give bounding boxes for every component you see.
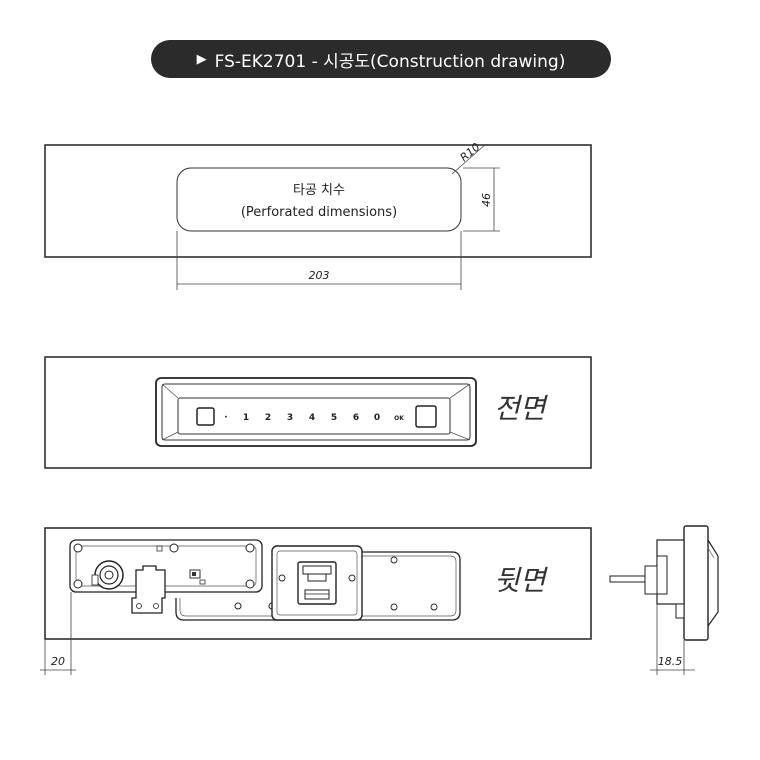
side-hub [644, 565, 658, 595]
side-front-bevel [707, 539, 719, 627]
key-6: 6 [353, 413, 359, 423]
cutout-label-en: (Perforated dimensions) [241, 205, 397, 220]
height-dim-label: 46 [480, 193, 493, 207]
back-view: 뒷면 20 [40, 527, 592, 675]
screw-hole [430, 603, 438, 611]
back-pcb-inner [75, 545, 257, 587]
screw-hole [278, 574, 286, 582]
screw-hole [245, 543, 255, 553]
bracket-hole [153, 603, 159, 609]
bevel-br [449, 431, 471, 441]
screw-hole [73, 543, 83, 553]
side-spindle [609, 575, 646, 583]
front-view: · 1 2 3 4 5 6 0 OK 전면 [44, 356, 592, 469]
screw-hole [234, 602, 242, 610]
center-module-inner [276, 550, 358, 616]
small-connector [189, 569, 201, 579]
back-housing-inner [179, 555, 457, 617]
side-clip [675, 603, 685, 619]
back-view-label: 뒷면 [494, 564, 549, 597]
keypad-right-button [415, 405, 437, 428]
key-4: 4 [309, 413, 315, 423]
keypad-left-button [196, 407, 215, 426]
latch-slot-bottom [304, 589, 330, 600]
bevel-tr [449, 383, 471, 399]
center-module-latch [297, 561, 337, 605]
screw-hole [169, 543, 179, 553]
bracket-hole [136, 603, 142, 609]
key-2: 2 [265, 413, 271, 423]
key-ok: OK [394, 415, 404, 422]
side-bevel-line [707, 547, 715, 559]
small-component [199, 579, 206, 585]
latch-slot-mid [307, 573, 327, 582]
small-component [156, 545, 163, 552]
title-marker-icon: ▶ [196, 51, 207, 67]
front-bezel-inner [161, 383, 471, 441]
screw-hole [390, 556, 398, 564]
front-view-label: 전면 [494, 392, 549, 425]
bevel-tl [161, 383, 179, 399]
buzzer-center [104, 570, 114, 580]
width-dim-label: 203 [309, 269, 330, 282]
offset-dim-label: 20 [51, 655, 65, 668]
screw-hole [390, 603, 398, 611]
keypad-strip [177, 397, 451, 435]
back-housing [175, 551, 461, 621]
small-connector-pin [192, 572, 196, 576]
key-3: 3 [287, 413, 293, 423]
buzzer-tab [91, 574, 99, 586]
cutout-label-ko: 타공 치수 [293, 183, 345, 198]
key-1: 1 [243, 413, 249, 423]
key-5: 5 [331, 413, 337, 423]
depth-dim-label: 18.5 [658, 655, 683, 668]
side-body-step [656, 555, 668, 595]
side-front-plate [683, 525, 709, 641]
cutout-view: 타공 치수 (Perforated dimensions) R10 46 203 [44, 140, 592, 290]
screw-hole [348, 574, 356, 582]
screw-hole [245, 579, 255, 589]
page-title: FS-EK2701 - 시공도(Construction drawing) [214, 51, 566, 72]
mount-bracket [131, 565, 166, 614]
radius-leader [451, 143, 487, 175]
screw-hole [73, 579, 83, 589]
title-pill: ▶ FS-EK2701 - 시공도(Construction drawing) [151, 40, 611, 78]
key-0: 0 [374, 413, 380, 423]
cutout-slot [176, 167, 462, 232]
key-dot: · [224, 413, 227, 423]
bevel-bl [161, 431, 179, 441]
side-view: 18.5 [609, 525, 719, 675]
